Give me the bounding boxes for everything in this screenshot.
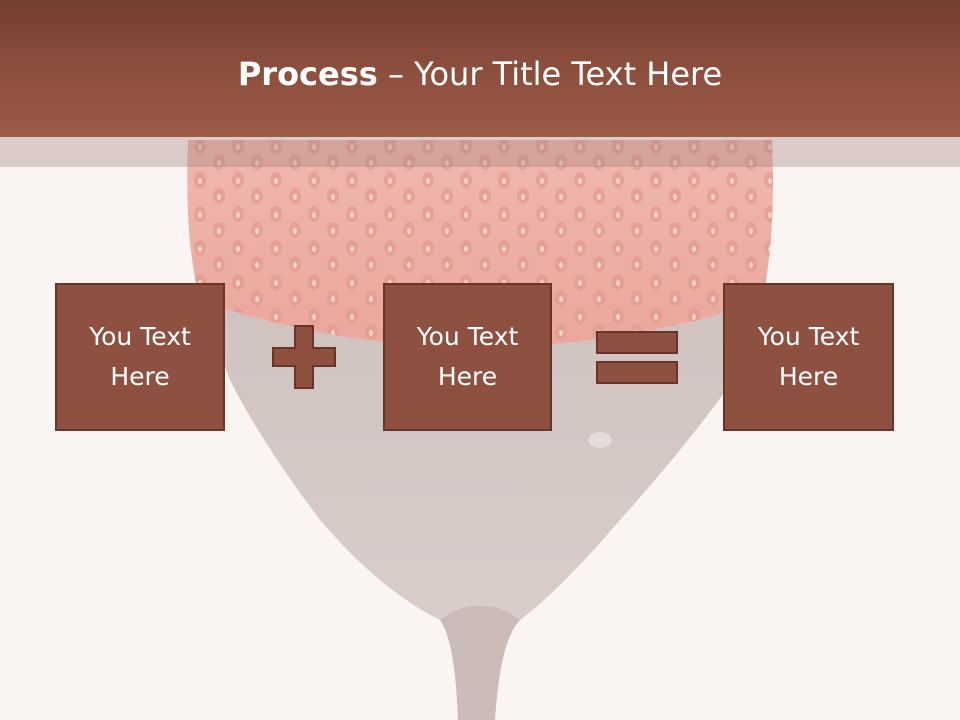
process-box-3: You Text Here <box>723 283 894 431</box>
process-box-2: You Text Here <box>383 283 552 431</box>
plus-icon <box>272 325 336 389</box>
process-box-1-label: You Text Here <box>89 322 191 391</box>
title-divider-strip <box>0 137 960 167</box>
process-box-1: You Text Here <box>55 283 225 431</box>
title-bar <box>0 0 960 137</box>
title-bold-text: Process <box>237 55 378 93</box>
process-box-3-label: You Text Here <box>757 322 860 391</box>
equals-icon <box>596 331 678 384</box>
slide-title: Process – Your Title Text Here <box>0 52 960 96</box>
process-box-2-label: You Text Here <box>416 322 519 391</box>
title-rest-text: – Your Title Text Here <box>377 55 723 93</box>
